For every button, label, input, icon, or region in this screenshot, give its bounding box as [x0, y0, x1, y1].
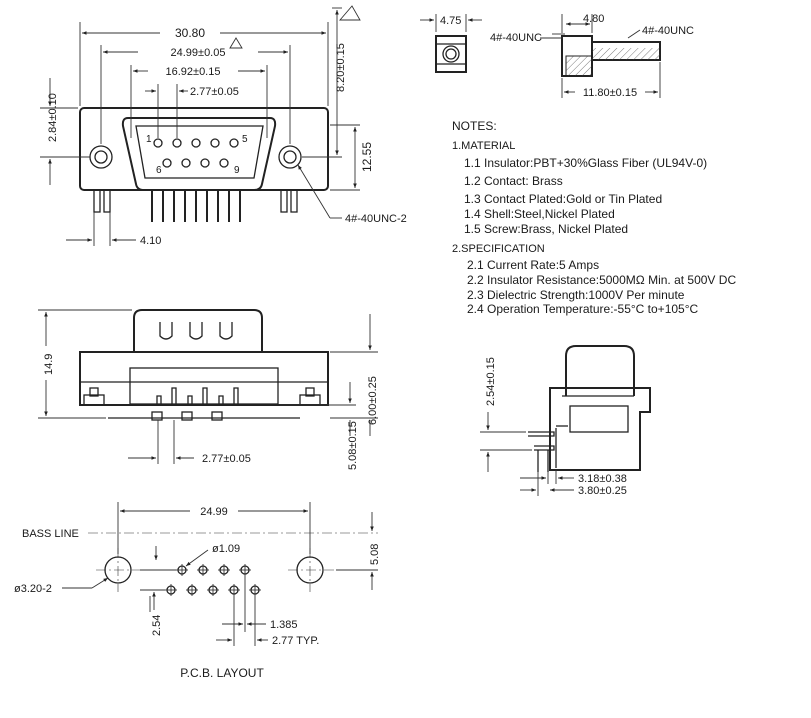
front-view: 1 5 6 9 30.80	[40, 5, 407, 247]
front-pin	[210, 138, 220, 148]
pin-label-1: 1	[146, 134, 152, 145]
pcb-dim-row-spacing: 2.54	[151, 615, 163, 636]
side-dim-b: 3.80±0.25	[578, 485, 627, 497]
front-pin	[229, 138, 239, 148]
material-item-5: 1.5 Screw:Brass, Nickel Plated	[464, 222, 628, 236]
material-item-4: 1.4 Shell:Steel,Nickel Plated	[464, 207, 615, 221]
side-view: 2.54±0.15 3.18±0.38 3.80±0.25	[480, 345, 651, 497]
right-mount-hole	[278, 145, 302, 169]
dim-body-height: 12.55	[360, 142, 374, 172]
dim-pin-row-width: 16.92±0.15	[166, 66, 221, 78]
front-pin	[162, 158, 172, 168]
material-item-2: 1.2 Contact: Brass	[464, 174, 563, 188]
front-pin	[172, 138, 182, 148]
pcb-pin-holes	[165, 564, 261, 596]
spec-heading: 2.SPECIFICATION	[452, 243, 545, 255]
pin-label-5: 5	[242, 134, 248, 145]
pcb-dim-offset: 5.08	[369, 544, 381, 565]
dim-tail-offset: 4.10	[140, 235, 161, 247]
notes-heading: NOTES:	[452, 119, 497, 133]
pcb-dim-mount-hole: ø3.20-2	[14, 583, 52, 595]
front-pin-row-2	[162, 158, 229, 168]
pcb-layout-title: P.C.B. LAYOUT	[180, 666, 264, 680]
pcb-dim-span: 24.99	[200, 506, 228, 518]
pcb-layout: BASS LINE	[14, 502, 381, 680]
material-heading: 1.MATERIAL	[452, 140, 515, 152]
left-mount-hole	[89, 145, 113, 169]
side-dim-height: 2.54±0.15	[485, 357, 497, 406]
revision-triangle	[229, 37, 243, 49]
bottom-dim-body: 6.00±0.25	[367, 376, 379, 425]
front-pin	[200, 158, 210, 168]
front-pin	[181, 158, 191, 168]
screw-detail: 4.75 4.80 4#-40UNC 4#-40UNC 11.80±0.15	[420, 13, 694, 99]
spec-item-3: 2.3 Dielectric Strength:1000V Per minute	[467, 288, 685, 302]
front-dsub-inner	[135, 125, 264, 179]
screw-dim-width: 4.75	[440, 15, 461, 27]
pcb-dim-pitch: 2.77 TYP.	[272, 635, 319, 647]
bottom-body	[79, 351, 329, 406]
front-pin	[191, 138, 201, 148]
material-item-1: 1.1 Insulator:PBT+30%Glass Fiber (UL94V-…	[464, 156, 707, 170]
notes-block: NOTES: 1.MATERIAL 1.1 Insulator:PBT+30%G…	[452, 119, 736, 316]
pin-label-9: 9	[234, 165, 240, 176]
spec-item-2: 2.2 Insulator Resistance:5000MΩ Min. at …	[467, 273, 736, 287]
bottom-dim-height: 14.9	[43, 354, 55, 375]
bottom-view: 14.9 6.00±0.25 5.08±0.15 2.77±0.05	[38, 309, 379, 470]
pcb-dim-hole: ø1.09	[212, 543, 240, 555]
pcb-dim-half-pitch: 1.385	[270, 619, 298, 631]
side-body	[549, 387, 651, 471]
front-pin	[153, 138, 163, 148]
revision-triangle-2	[339, 5, 361, 21]
screw-callout: 4#-40UNC-2	[345, 213, 407, 225]
front-pin	[219, 158, 229, 168]
screw-thread-left: 4#-40UNC	[490, 32, 542, 44]
screw-dim-length: 11.80±0.15	[583, 87, 637, 99]
spec-item-4: 2.4 Operation Temperature:-55°C to+105°C	[467, 302, 699, 316]
front-dsub-outer	[121, 117, 277, 191]
front-tails	[93, 189, 298, 222]
side-dim-a: 3.18±0.38	[578, 473, 627, 485]
spec-item-1: 2.1 Current Rate:5 Amps	[467, 258, 599, 272]
screw-thread-right: 4#-40UNC	[642, 25, 694, 37]
pcb-base-line-label: BASS LINE	[22, 528, 79, 540]
bottom-pins	[151, 387, 239, 421]
dim-right-height: 8.20±0.15	[335, 43, 347, 92]
dim-mount-spacing: 24.99±0.05	[171, 47, 226, 59]
bottom-dsub-shell	[133, 309, 263, 353]
dim-left-height: 2.84±0.10	[47, 93, 59, 142]
side-shell	[565, 345, 635, 396]
screw-dim-head: 4.80	[583, 13, 604, 25]
pin-label-6: 6	[156, 165, 162, 176]
bottom-dim-tail: 5.08±0.15	[347, 421, 359, 470]
material-item-3: 1.3 Contact Plated:Gold or Tin Plated	[464, 192, 662, 206]
bottom-dim-pitch: 2.77±0.05	[202, 453, 251, 465]
dim-overall-width: 30.80	[175, 26, 205, 40]
front-pin-row-1	[153, 138, 239, 148]
dim-pin-pitch: 2.77±0.05	[190, 86, 239, 98]
